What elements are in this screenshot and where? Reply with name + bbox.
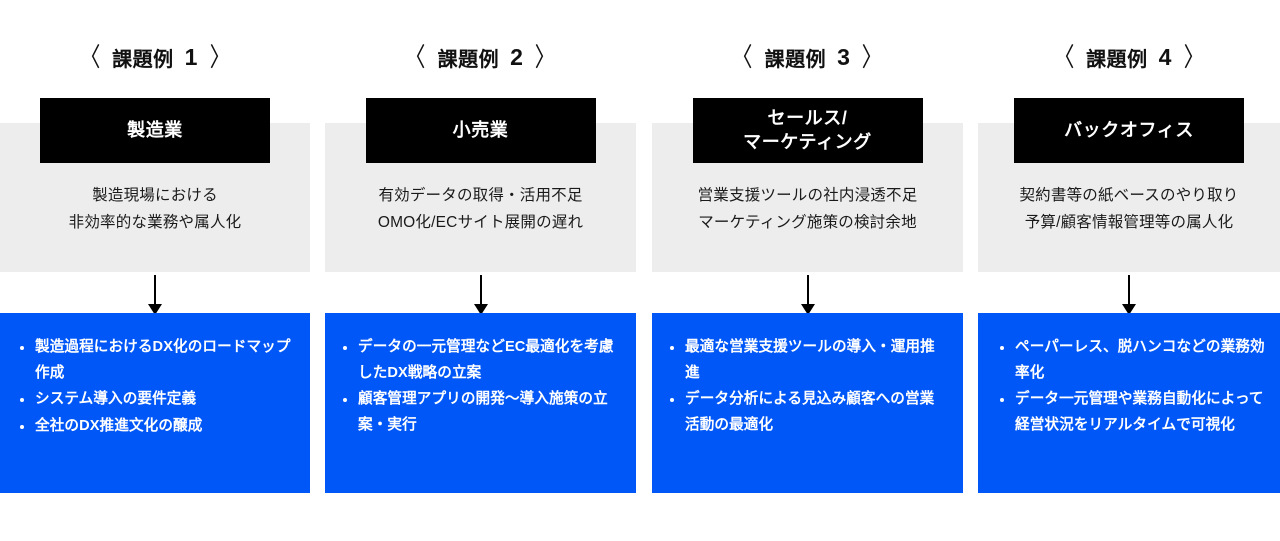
column-4: 〈 課題例 4 〉 バックオフィス 契約書等の紙ベースのやり取り 予算/顧客情報… bbox=[978, 0, 1280, 541]
column-1-solution-box: 製造過程におけるDX化のロードマップ作成 システム導入の要件定義 全社のDX推進… bbox=[0, 313, 310, 493]
column-2-arrow-down-icon bbox=[479, 275, 482, 305]
bracket-right-icon: 〉 bbox=[209, 42, 231, 72]
list-item: データ分析による見込み顧客への営業活動の最適化 bbox=[668, 387, 947, 438]
column-2-issue-text: 有効データの取得・活用不足 OMO化/ECサイト展開の遅れ bbox=[377, 187, 584, 231]
column-3-category-chip: セールス/ マーケティング bbox=[692, 98, 923, 163]
column-2-kicker: 〈 課題例 2 〉 bbox=[325, 41, 636, 73]
column-1-solution-list: 製造過程におけるDX化のロードマップ作成 システム導入の要件定義 全社のDX推進… bbox=[18, 335, 296, 439]
column-3-kicker-label: 課題例 bbox=[764, 48, 827, 71]
column-3-kicker-number: 3 bbox=[837, 43, 851, 70]
column-gap-3 bbox=[963, 0, 978, 541]
list-item: 顧客管理アプリの開発〜導入施策の立案・実行 bbox=[341, 387, 620, 438]
column-4-solution-list: ペーパーレス、脱ハンコなどの業務効率化 データ一元管理や業務自動化によって経営状… bbox=[998, 335, 1266, 438]
column-3: 〈 課題例 3 〉 セールス/ マーケティング 営業支援ツールの社内浸透不足 マ… bbox=[652, 0, 963, 541]
column-2-kicker-number: 2 bbox=[510, 43, 524, 70]
list-item: 最適な営業支援ツールの導入・運用推進 bbox=[668, 335, 947, 386]
column-1: 〈 課題例 1 〉 製造業 製造現場における 非効率的な業務や属人化 製造過程に… bbox=[0, 0, 310, 541]
column-4-category-chip: バックオフィス bbox=[1014, 98, 1244, 163]
column-3-arrow-down-icon bbox=[806, 275, 809, 305]
column-1-arrow-down-icon bbox=[154, 275, 156, 305]
column-4-solution-box: ペーパーレス、脱ハンコなどの業務効率化 データ一元管理や業務自動化によって経営状… bbox=[978, 313, 1280, 493]
list-item: 製造過程におけるDX化のロードマップ作成 bbox=[18, 335, 296, 386]
column-3-issue-text: 営業支援ツールの社内浸透不足 マーケティング施策の検討余地 bbox=[697, 187, 918, 231]
column-4-kicker-label: 課題例 bbox=[1086, 48, 1148, 71]
column-2-category-chip: 小売業 bbox=[365, 98, 596, 163]
column-2-kicker-label: 課題例 bbox=[437, 48, 500, 71]
column-3-kicker: 〈 課題例 3 〉 bbox=[652, 41, 963, 73]
column-gap-1 bbox=[310, 0, 325, 541]
column-2-solution-list: データの一元管理などEC最適化を考慮したDX戦略の立案 顧客管理アプリの開発〜導… bbox=[341, 335, 620, 438]
list-item: システム導入の要件定義 bbox=[18, 387, 296, 413]
bracket-right-icon: 〉 bbox=[535, 42, 557, 72]
column-1-kicker-number: 1 bbox=[184, 43, 198, 70]
bracket-left-icon: 〈 bbox=[731, 42, 753, 72]
list-item: 全社のDX推進文化の醸成 bbox=[18, 414, 296, 440]
column-2-solution-box: データの一元管理などEC最適化を考慮したDX戦略の立案 顧客管理アプリの開発〜導… bbox=[325, 313, 636, 493]
column-1-kicker-label: 課題例 bbox=[112, 48, 174, 71]
list-item: データの一元管理などEC最適化を考慮したDX戦略の立案 bbox=[341, 335, 620, 386]
column-4-arrow-down-icon bbox=[1128, 275, 1130, 305]
column-3-solution-box: 最適な営業支援ツールの導入・運用推進 データ分析による見込み顧客への営業活動の最… bbox=[652, 313, 963, 493]
bracket-right-icon: 〉 bbox=[1183, 42, 1205, 72]
bracket-left-icon: 〈 bbox=[404, 42, 426, 72]
column-1-category-chip: 製造業 bbox=[40, 98, 270, 163]
list-item: データ一元管理や業務自動化によって経営状況をリアルタイムで可視化 bbox=[998, 387, 1266, 438]
column-3-solution-list: 最適な営業支援ツールの導入・運用推進 データ分析による見込み顧客への営業活動の最… bbox=[668, 335, 947, 438]
bracket-right-icon: 〉 bbox=[862, 42, 884, 72]
column-1-issue-text: 製造現場における 非効率的な業務や属人化 bbox=[68, 187, 242, 231]
column-1-kicker: 〈 課題例 1 〉 bbox=[0, 41, 310, 73]
column-4-kicker-number: 4 bbox=[1158, 43, 1172, 70]
column-gap-2 bbox=[636, 0, 652, 541]
list-item: ペーパーレス、脱ハンコなどの業務効率化 bbox=[998, 335, 1266, 386]
column-2: 〈 課題例 2 〉 小売業 有効データの取得・活用不足 OMO化/ECサイト展開… bbox=[325, 0, 636, 541]
bracket-left-icon: 〈 bbox=[79, 42, 101, 72]
column-4-issue-text: 契約書等の紙ベースのやり取り 予算/顧客情報管理等の属人化 bbox=[1019, 187, 1239, 231]
column-4-kicker: 〈 課題例 4 〉 bbox=[978, 41, 1280, 73]
bracket-left-icon: 〈 bbox=[1053, 42, 1075, 72]
